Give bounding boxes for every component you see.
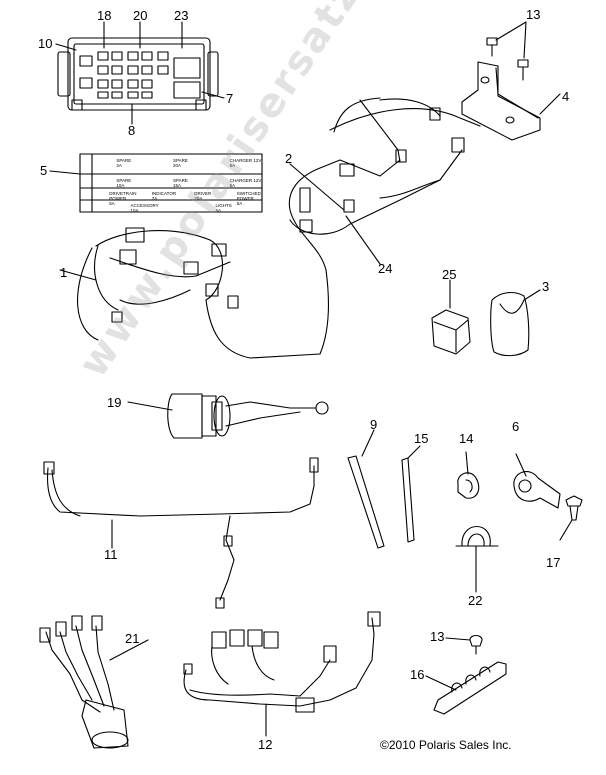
- fuse-label-cell: 5A: [216, 208, 222, 213]
- callout-18: 18: [97, 8, 112, 23]
- callout-13-lower: 13: [430, 629, 445, 644]
- callout-6: 6: [512, 419, 520, 434]
- fuse-label-cell: DRIVER: [194, 191, 212, 196]
- grommet-clip: [455, 525, 499, 547]
- connector-clip: [431, 309, 471, 355]
- callout-11: 11: [104, 547, 118, 562]
- rear-wiring-harness: [43, 457, 319, 609]
- fuse-label-cell: ACCESSORY: [131, 203, 159, 208]
- fuse-label-cell: INDICATOR: [152, 191, 177, 196]
- fuse-label-cell: SPARE: [173, 158, 188, 163]
- callout-5: 5: [40, 163, 48, 178]
- callout-1: 1: [60, 265, 68, 280]
- fuse-label-cell: 5A: [230, 163, 236, 168]
- fuse-label-cell: 5A: [109, 201, 115, 206]
- bolt: [469, 634, 483, 655]
- callout-9: 9: [370, 417, 378, 432]
- callout-23: 23: [174, 8, 189, 23]
- callout-15: 15: [414, 431, 429, 446]
- fuse-label-card: [79, 153, 263, 213]
- callout-10: 10: [38, 36, 53, 51]
- callout-20: 20: [133, 8, 148, 23]
- callout-19: 19: [107, 395, 122, 410]
- callout-7: 7: [226, 91, 234, 106]
- fuse-label-cell: CHARGER 12V: [230, 158, 262, 163]
- fuse-label-cell: 7A: [152, 196, 158, 201]
- fuse-label-cell: 10A: [116, 183, 124, 188]
- callout-2: 2: [285, 151, 293, 166]
- fuse-label-cell: 5A: [237, 201, 243, 206]
- fuse-label-cell: SPARE: [116, 178, 131, 183]
- multi-clip-bracket: [433, 661, 507, 715]
- engine-wiring-harness: [183, 611, 381, 713]
- ignition-switch: [167, 393, 329, 439]
- main-wiring-harness: [77, 97, 481, 359]
- callout-12: 12: [258, 737, 273, 752]
- fuse-label-cell: DRIVETRAIN: [109, 191, 136, 196]
- callout-4: 4: [562, 89, 570, 104]
- fuse-label-cell: SWITCHED: [237, 191, 262, 196]
- fuse-label-cell: CHARGER 12V: [230, 178, 262, 183]
- rubber-boot: [490, 291, 530, 357]
- mounting-bracket: [461, 61, 541, 141]
- bolt: [486, 37, 529, 81]
- callout-21: 21: [125, 631, 140, 646]
- fuse-label-cell: 15A: [173, 183, 181, 188]
- fuse-label-cell: SPARE: [116, 158, 131, 163]
- fuse-label-cell: POWER: [109, 196, 127, 201]
- fuse-label-cell: POWER: [237, 196, 255, 201]
- fuse-box: [57, 37, 219, 111]
- callout-25: 25: [442, 267, 457, 282]
- push-rivet: [565, 495, 583, 521]
- callout-3: 3: [542, 279, 550, 294]
- callout-16: 16: [410, 667, 425, 682]
- callout-8: 8: [128, 123, 136, 138]
- fuse-label-cell: 20A: [194, 196, 202, 201]
- fuse-label-cell: SPARE: [173, 178, 188, 183]
- fuse-label-cell: 20A: [173, 163, 181, 168]
- p-clip: [513, 471, 561, 509]
- connector-assembly: [39, 615, 129, 749]
- callout-17: 17: [546, 555, 561, 570]
- callout-24: 24: [378, 261, 393, 276]
- fuse-label-cell: 10A: [131, 208, 139, 213]
- copyright-notice: ©2010 Polaris Sales Inc.: [380, 738, 512, 752]
- cable-tie: [347, 455, 415, 549]
- callout-13: 13: [526, 7, 541, 22]
- fuse-label-cell: 2A: [116, 163, 122, 168]
- hose-clamp: [457, 472, 480, 499]
- fuse-label-cell: LIGHTS: [216, 203, 232, 208]
- fuse-label-cell: 5A: [230, 183, 236, 188]
- callout-22: 22: [468, 593, 483, 608]
- callout-14: 14: [459, 431, 474, 446]
